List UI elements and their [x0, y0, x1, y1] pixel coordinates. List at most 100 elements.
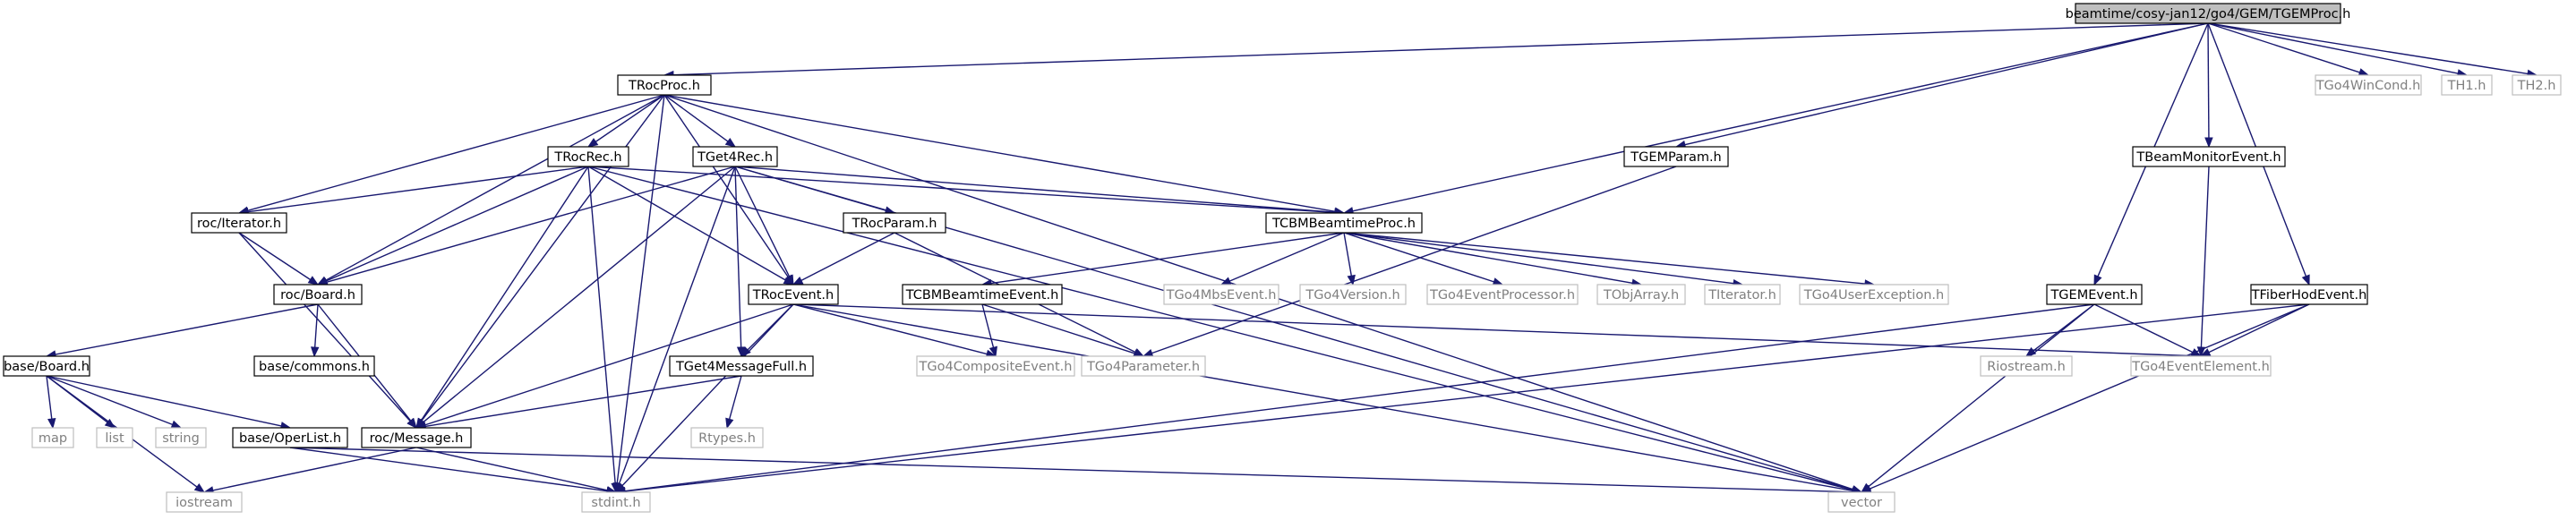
node-label: TGet4Rec.h	[697, 150, 773, 165]
node-iostream: iostream	[166, 491, 243, 513]
node-label: roc/Iterator.h	[197, 217, 281, 231]
node-box	[1299, 284, 1407, 305]
edge-tgem-param-to-tgo4param	[1142, 166, 1677, 357]
node-box	[1163, 284, 1279, 305]
edge-troc-event-to-tgo4composite	[792, 303, 997, 358]
node-label: Rtypes.h	[698, 431, 756, 446]
node-troc-param[interactable]: TRocParam.h	[843, 212, 946, 234]
node-label: vector	[1841, 496, 1882, 510]
node-tgo4evproc: TGo4EventProcessor.h	[1426, 284, 1579, 305]
edge-tget4-rec-to-roc-board	[316, 166, 736, 286]
node-tobjarray: TObjArray.h	[1596, 284, 1686, 305]
node-box	[2441, 74, 2493, 96]
node-label: TGo4CompositeEvent.h	[919, 360, 1073, 374]
node-box	[581, 491, 651, 513]
node-label: list	[105, 431, 124, 446]
node-box	[690, 427, 764, 448]
nodes-layer: beamtime/cosy-jan12/go4/GEM/TGEMProc.hTR…	[3, 3, 2562, 513]
node-label: TCBMBeamtimeEvent.h	[905, 288, 1059, 303]
node-label: base/commons.h	[259, 360, 370, 374]
edge-tcbm-event-to-tgo4param	[981, 303, 1145, 358]
node-box	[902, 284, 1063, 305]
node-th1: TH1.h	[2441, 74, 2493, 96]
edge-base-board-to-string	[46, 375, 183, 429]
node-base-operlist[interactable]: base/OperList.h	[232, 427, 348, 448]
edge-troc-proc-to-troc-event	[663, 94, 794, 286]
edge-tget4-rec-to-tcbm-proc	[734, 166, 1346, 217]
edge-troc-proc-to-roc-board	[316, 94, 665, 286]
node-roc-board[interactable]: roc/Board.h	[273, 284, 363, 305]
node-troc-proc[interactable]: TRocProc.h	[617, 74, 712, 96]
edge-troc-rec-to-roc-iterator	[237, 166, 589, 217]
node-tgo4composite: TGo4CompositeEvent.h	[916, 355, 1075, 377]
node-box	[1827, 491, 1896, 513]
node-box	[3, 355, 90, 377]
node-vector: vector	[1827, 491, 1896, 513]
node-label: TBeamMonitorEvent.h	[2135, 150, 2281, 165]
node-base-board[interactable]: base/Board.h	[3, 355, 90, 377]
node-troc-rec[interactable]: TRocRec.h	[547, 146, 629, 167]
node-th2: TH2.h	[2512, 74, 2562, 96]
node-riostream: Riostream.h	[1980, 355, 2073, 377]
edge-tget4-rec-to-tget4-msgfull	[734, 166, 746, 358]
edge-root-to-tgem-param	[1674, 22, 2209, 149]
node-roc-iterator[interactable]: roc/Iterator.h	[191, 212, 287, 234]
node-label: TObjArray.h	[1603, 288, 1679, 303]
node-box	[166, 491, 243, 513]
node-tget4-msgfull[interactable]: TGet4MessageFull.h	[669, 355, 814, 377]
node-tcbm-proc[interactable]: TCBMBeamtimeProc.h	[1265, 212, 1423, 234]
node-label: TGo4EventElement.h	[2131, 360, 2270, 374]
node-base-commons[interactable]: base/commons.h	[253, 355, 375, 377]
edge-base-operlist-to-stdint	[289, 447, 618, 496]
node-tgo4param: TGo4Parameter.h	[1081, 355, 1206, 377]
edge-tget4-msgfull-to-roc-message	[415, 375, 742, 431]
node-tgo4version: TGo4Version.h	[1299, 284, 1407, 305]
node-string: string	[155, 427, 207, 448]
node-tgem-event[interactable]: TGEMEvent.h	[2046, 284, 2143, 305]
edge-troc-rec-to-troc-event	[587, 166, 795, 286]
node-label: TGo4Version.h	[1305, 288, 1399, 303]
node-box	[361, 427, 472, 448]
node-box	[191, 212, 287, 234]
node-label: TGet4MessageFull.h	[675, 360, 807, 374]
node-label: TH1.h	[2447, 79, 2486, 93]
edge-tfiber-to-stdint	[614, 303, 2310, 496]
node-box	[1426, 284, 1579, 305]
edge-root-to-tbeam-mon	[2204, 22, 2213, 149]
edge-tcbm-event-to-tgo4composite	[981, 303, 997, 358]
edge-tgem-event-to-tgo4evelem	[2093, 303, 2203, 357]
node-label: TRocEvent.h	[752, 288, 834, 303]
edge-tcbm-proc-to-titerator	[1343, 232, 1744, 288]
node-roc-message[interactable]: roc/Message.h	[361, 427, 472, 448]
node-tgem-param[interactable]: TGEMParam.h	[1623, 146, 1729, 167]
node-troc-event[interactable]: TRocEvent.h	[748, 284, 839, 305]
node-tget4-rec[interactable]: TGet4Rec.h	[692, 146, 778, 167]
node-tfiber[interactable]: TFiberHodEvent.h	[2250, 284, 2368, 305]
node-label: roc/Message.h	[370, 431, 464, 446]
node-label: TGEMEvent.h	[2050, 288, 2137, 303]
node-tcbm-event[interactable]: TCBMBeamtimeEvent.h	[902, 284, 1063, 305]
node-titerator: TIterator.h	[1704, 284, 1781, 305]
node-box	[253, 355, 375, 377]
node-tgo4evelem: TGo4EventElement.h	[2130, 355, 2272, 377]
node-label: TRocProc.h	[628, 79, 700, 93]
edge-tget4-msgfull-to-rtypes	[725, 375, 742, 430]
node-label: map	[39, 431, 67, 446]
node-label: base/OperList.h	[239, 431, 341, 446]
node-label: roc/Board.h	[280, 288, 355, 303]
edge-base-board-to-map	[46, 375, 56, 430]
node-tbeam-mon[interactable]: TBeamMonitorEvent.h	[2132, 146, 2286, 167]
edge-root-to-troc-proc	[663, 22, 2209, 80]
edge-troc-rec-to-vector	[587, 166, 1863, 494]
node-tgo4wincond: TGo4WinCond.h	[2315, 74, 2422, 96]
edge-troc-rec-to-roc-message	[415, 166, 589, 430]
edge-root-to-tcbm-proc	[1342, 22, 2209, 216]
node-rtypes: Rtypes.h	[690, 427, 764, 448]
edge-tfiber-to-tgo4evelem	[2199, 303, 2310, 357]
node-list: list	[96, 427, 133, 448]
node-box	[1081, 355, 1206, 377]
edge-roc-iterator-to-roc-message	[238, 232, 417, 429]
node-box	[1623, 146, 1729, 167]
node-label: string	[162, 431, 200, 446]
